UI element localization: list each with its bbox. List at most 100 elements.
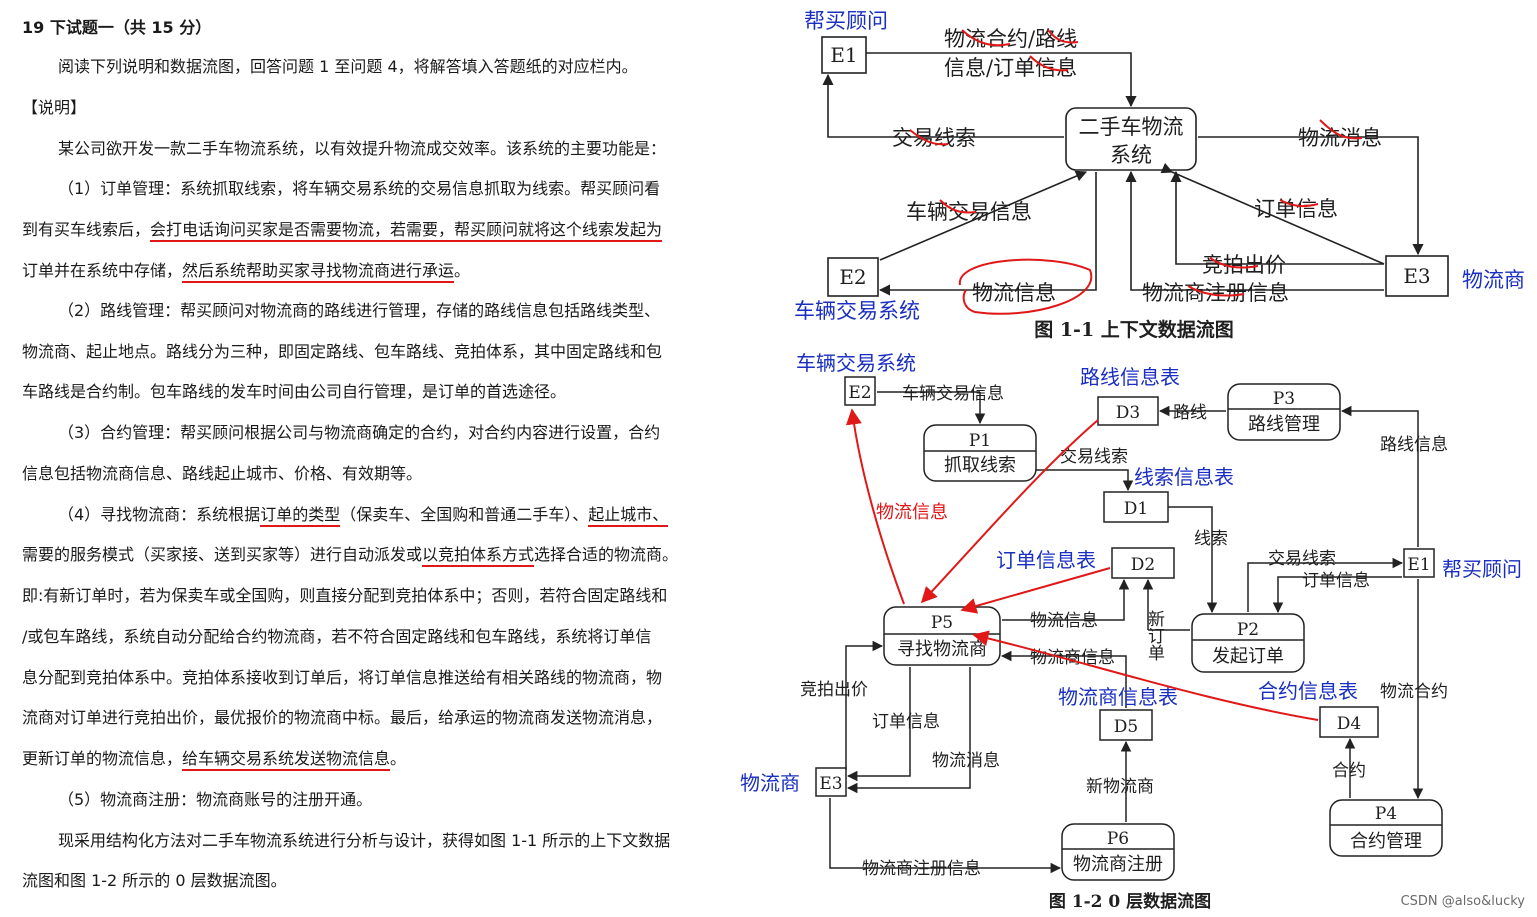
e1-box — [821, 36, 867, 74]
heading-explain: 【说明】 — [22, 98, 87, 117]
flow-msg-label: 物流消息 — [1298, 126, 1382, 150]
f-wlinfo-label: 物流信息 — [1030, 611, 1098, 631]
d1-label: D1 — [1124, 499, 1148, 519]
annotation-d1: 线索信息表 — [1134, 465, 1234, 489]
red-check-mark — [1047, 29, 1079, 44]
flow-vehicle-arrow — [879, 170, 1088, 261]
f-msg-label: 物流消息 — [932, 751, 1000, 771]
p3-box — [1227, 383, 1341, 441]
flow-contract-arrow — [866, 52, 1137, 108]
vendor-info-arrow — [1000, 650, 1127, 708]
e1-box-l0 — [1403, 548, 1435, 578]
flow-order-arrow — [1160, 162, 1385, 265]
flow-lead-arrow — [822, 73, 1064, 138]
reg-arrow — [829, 798, 1062, 874]
route-info-arrow — [1340, 405, 1419, 547]
flow-bid-label: 竞拍出价 — [1202, 253, 1286, 277]
f-lead2-label: 交易线索 — [1268, 549, 1336, 569]
d2-label: D2 — [1131, 555, 1155, 575]
f-order2-label: 订单信息 — [1302, 571, 1370, 591]
p4-box — [1329, 799, 1443, 857]
p2-id: P2 — [1237, 620, 1259, 640]
red-check-mark — [961, 29, 1011, 47]
level0-red-arrows — [845, 408, 1319, 721]
f-reg-label: 物流商注册信息 — [862, 859, 981, 879]
context-dfg-text: E1 E2 E3 二手车物流 系统 物流合约/路线 信息/订单信息 交易线索 物… — [794, 9, 1525, 341]
annotation-e3-l0: 物流商 — [740, 771, 800, 795]
red-check-mark — [939, 199, 977, 214]
f-route-label: 路线 — [1173, 403, 1207, 423]
para-overview: 某公司欲开发一款二手车物流系统，以有效提升物流成交效率。该系统的主要功能是： — [58, 139, 667, 158]
e3-box-l0 — [815, 767, 847, 797]
red-annotation-info: 物流信息 — [876, 502, 948, 523]
flow-lead-label: 交易线索 — [892, 126, 976, 150]
underlined-phrase: 起止城市、 — [588, 505, 669, 527]
para-s3-line2: 信息包括物流商信息、路线起止城市、价格、有效期等。 — [22, 464, 423, 483]
d4-label: D4 — [1337, 714, 1361, 734]
para-s1-line2: 到有买车线索后，会打电话询问买家是否需要物流，若需要，帮买顾问就将这个线索发起为 — [22, 220, 663, 242]
e3-label: E3 — [1403, 264, 1430, 288]
e2-label: E2 — [839, 265, 866, 289]
msg-arrow — [846, 667, 971, 794]
flow-contract-label-1: 物流合约/路线 — [944, 27, 1077, 51]
text-span: （保卖车、全国购和普通二手车）、 — [340, 505, 589, 524]
underlined-phrase: 然后系统帮助买家寻找物流商进行承运 — [182, 261, 455, 283]
red-arrow-to-e2 — [845, 408, 905, 605]
fig2-caption: 图 1-2 0 层数据流图 — [1049, 891, 1211, 912]
para-s4-line7: 更新订单的物流信息，给车辆交易系统发送物流信息。 — [22, 749, 406, 771]
para-s2-line3: 车路线是合约制。包车路线的发车时间由公司自行管理，是订单的首选途径。 — [22, 382, 567, 401]
text-span: （4）寻找物流商：系统根据 — [58, 505, 261, 524]
text-span: 更新订单的物流信息， — [22, 749, 183, 768]
context-red-marks — [909, 29, 1363, 315]
red-check-mark — [1279, 199, 1319, 208]
p6-name: 物流商注册 — [1073, 854, 1163, 875]
para-s4-line4: /或包车路线，系统自动分配给合约物流商，若不符合固定路线和包车路线，系统将订单信 — [22, 627, 652, 646]
annotation-e3: 物流商 — [1462, 268, 1525, 292]
p2-box — [1191, 613, 1305, 673]
f-new-order-label: 新订单 — [1144, 610, 1165, 661]
para-s3-line1: （3）合约管理：帮买顾问根据公司与物流商确定的合约，对合约内容进行设置，合约 — [58, 423, 661, 442]
f-vendor-info-label: 物流商信息 — [1030, 648, 1115, 668]
xiansuo-arrow — [1168, 506, 1218, 614]
e2-label-l0: E2 — [848, 383, 871, 403]
system-label-2: 系统 — [1110, 143, 1152, 167]
d5-store — [1099, 709, 1153, 741]
context-dfg — [821, 36, 1449, 297]
para-s2-line2: 物流商、起止地点。路线分为三种，即固定路线、包车路线、竞拍体系，其中固定路线和包 — [22, 342, 663, 361]
red-arrow-from-d3 — [920, 419, 1099, 604]
red-circle-mark — [958, 258, 1093, 315]
lead-arrow — [1036, 469, 1134, 492]
system-label-1: 二手车物流 — [1079, 115, 1184, 139]
e3-label-l0: E3 — [819, 774, 842, 794]
bid-arrow — [845, 640, 884, 770]
red-check-mark — [1029, 55, 1069, 72]
p6-id: P6 — [1107, 829, 1129, 849]
flow-contract-label-2: 信息/订单信息 — [944, 56, 1077, 80]
para-s4-line6: 流商对订单进行竞拍出价，最优报价的物流商中标。最后，给承运的物流商发送物流消息， — [22, 708, 663, 727]
e2-box — [827, 257, 879, 297]
p6-box — [1061, 823, 1175, 881]
para-end-line2: 流图和图 1-2 所示的 0 层数据流图。 — [22, 871, 287, 890]
annotation-d4: 合约信息表 — [1258, 679, 1358, 703]
annotation-d5: 物流商信息表 — [1058, 685, 1178, 709]
e1-label-l0: E1 — [1407, 555, 1430, 575]
underlined-phrase: 给车辆交易系统发送物流信息 — [182, 749, 391, 771]
red-check-mark — [1319, 119, 1363, 140]
intro-line: 阅读下列说明和数据流图，回答问题 1 至问题 4，将解答填入答题纸的对应栏内。 — [58, 57, 638, 76]
para-s4-line2: 需要的服务模式（买家接、送到买家等）进行自动派发或以竞拍体系方式选择合适的物流商… — [22, 545, 678, 567]
annotation-d2: 订单信息表 — [996, 548, 1096, 572]
underlined-phrase: 订单的类型 — [260, 505, 341, 527]
flow-reg-label: 物流商注册信息 — [1142, 281, 1289, 305]
para-s1-line3: 订单并在系统中存储，然后系统帮助买家寻找物流商进行承运。 — [22, 261, 470, 283]
annotation-e1: 帮买顾问 — [804, 9, 888, 33]
wlinfo-arrow — [1002, 578, 1130, 621]
f-bid-label: 竞拍出价 — [800, 680, 868, 700]
f-xiansuo-label: 线索 — [1194, 529, 1228, 549]
p5-box — [883, 606, 1001, 666]
p3-name: 路线管理 — [1248, 414, 1320, 435]
annotation-d3: 路线信息表 — [1080, 365, 1180, 389]
p5-name: 寻找物流商 — [897, 639, 987, 660]
d3-label: D3 — [1116, 403, 1140, 423]
fig1-caption: 图 1-1 上下文数据流图 — [1034, 318, 1234, 341]
